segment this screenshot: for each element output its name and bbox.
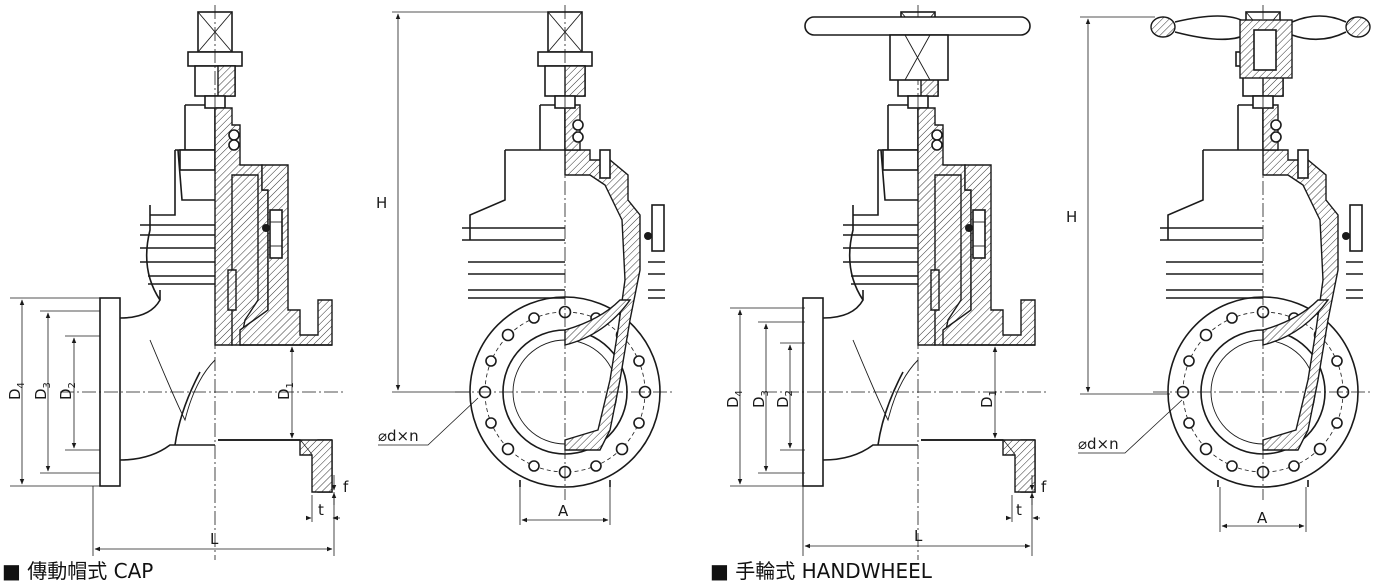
dim-label-a-hw: A [1257, 509, 1268, 527]
cap-side-section-view [59, 4, 346, 561]
dim-label-d3-hw: D3 [750, 390, 771, 408]
dim-label-f-hw: f [1041, 478, 1047, 496]
dim-label-d1: D1 [275, 382, 296, 400]
dim-label-l-hw: L [914, 527, 923, 545]
dim-label-d2-hw: D2 [774, 390, 795, 408]
cap-front-view [454, 4, 676, 501]
dim-label-t: t [318, 501, 324, 519]
caption-handwheel: ■ 手輪式 HANDWHEEL [710, 559, 933, 583]
dim-label-l: L [210, 530, 219, 548]
dim-label-t-hw: t [1016, 501, 1022, 519]
dimensions-cap-front [378, 11, 611, 525]
handwheel-front-view [1150, 4, 1374, 501]
dim-label-h: H [376, 194, 387, 212]
dim-label-d1-hw: D1 [978, 390, 999, 408]
dimensions-handwheel-front [1078, 16, 1307, 532]
dim-label-d3: D3 [32, 382, 53, 400]
caption-cap: ■ 傳動帽式 CAP [2, 559, 153, 583]
bolt-hole-label-hw: ⌀d×n [1078, 435, 1119, 453]
dim-label-d2: D2 [57, 382, 78, 400]
dim-label-h-hw: H [1066, 208, 1077, 226]
dim-label-d4: D4 [6, 382, 27, 400]
handwheel-side-section-view [762, 4, 1049, 561]
dimensions-cap-side [10, 297, 340, 556]
dim-label-f: f [343, 478, 349, 496]
dim-label-a: A [558, 502, 569, 520]
bolt-hole-label: ⌀d×n [378, 427, 419, 445]
dim-label-d4-hw: D4 [724, 390, 745, 408]
dimensions-handwheel-side [730, 307, 1040, 556]
